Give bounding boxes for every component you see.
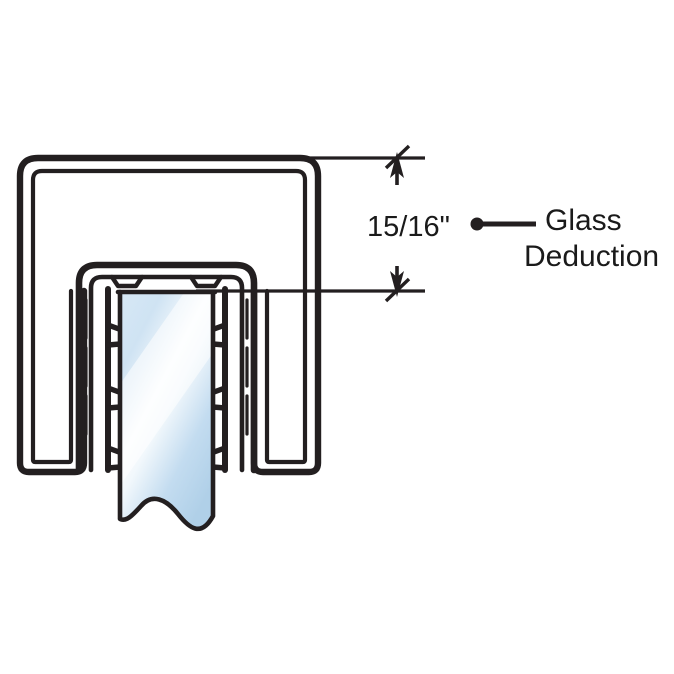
callout-dot-terminator [470, 217, 484, 231]
glass-edge-outline [117, 289, 216, 532]
gasket-inner-shell [88, 274, 245, 473]
dimension-arrowheads [390, 152, 404, 297]
gasket-notch-right [188, 274, 224, 289]
callout-label-line1: Glass [545, 204, 622, 237]
callout-leader-group [470, 217, 536, 231]
arrowhead-down [390, 271, 404, 297]
frame-outer-wall [16, 154, 322, 476]
dimension-value-label: 15/16" [367, 211, 450, 243]
frame-profile-group [16, 154, 322, 476]
gasket-notch-left [109, 274, 145, 289]
drawing-layer: 15/16" Glass Deduction [16, 144, 659, 532]
gasket-outer-shell [75, 261, 258, 474]
arrowhead-up [390, 152, 404, 178]
glass-sheen-band [120, 292, 213, 500]
callout-label-line2: Deduction [524, 240, 659, 273]
glass-panel-group [115, 289, 218, 532]
frame-inner-wall [30, 168, 308, 465]
